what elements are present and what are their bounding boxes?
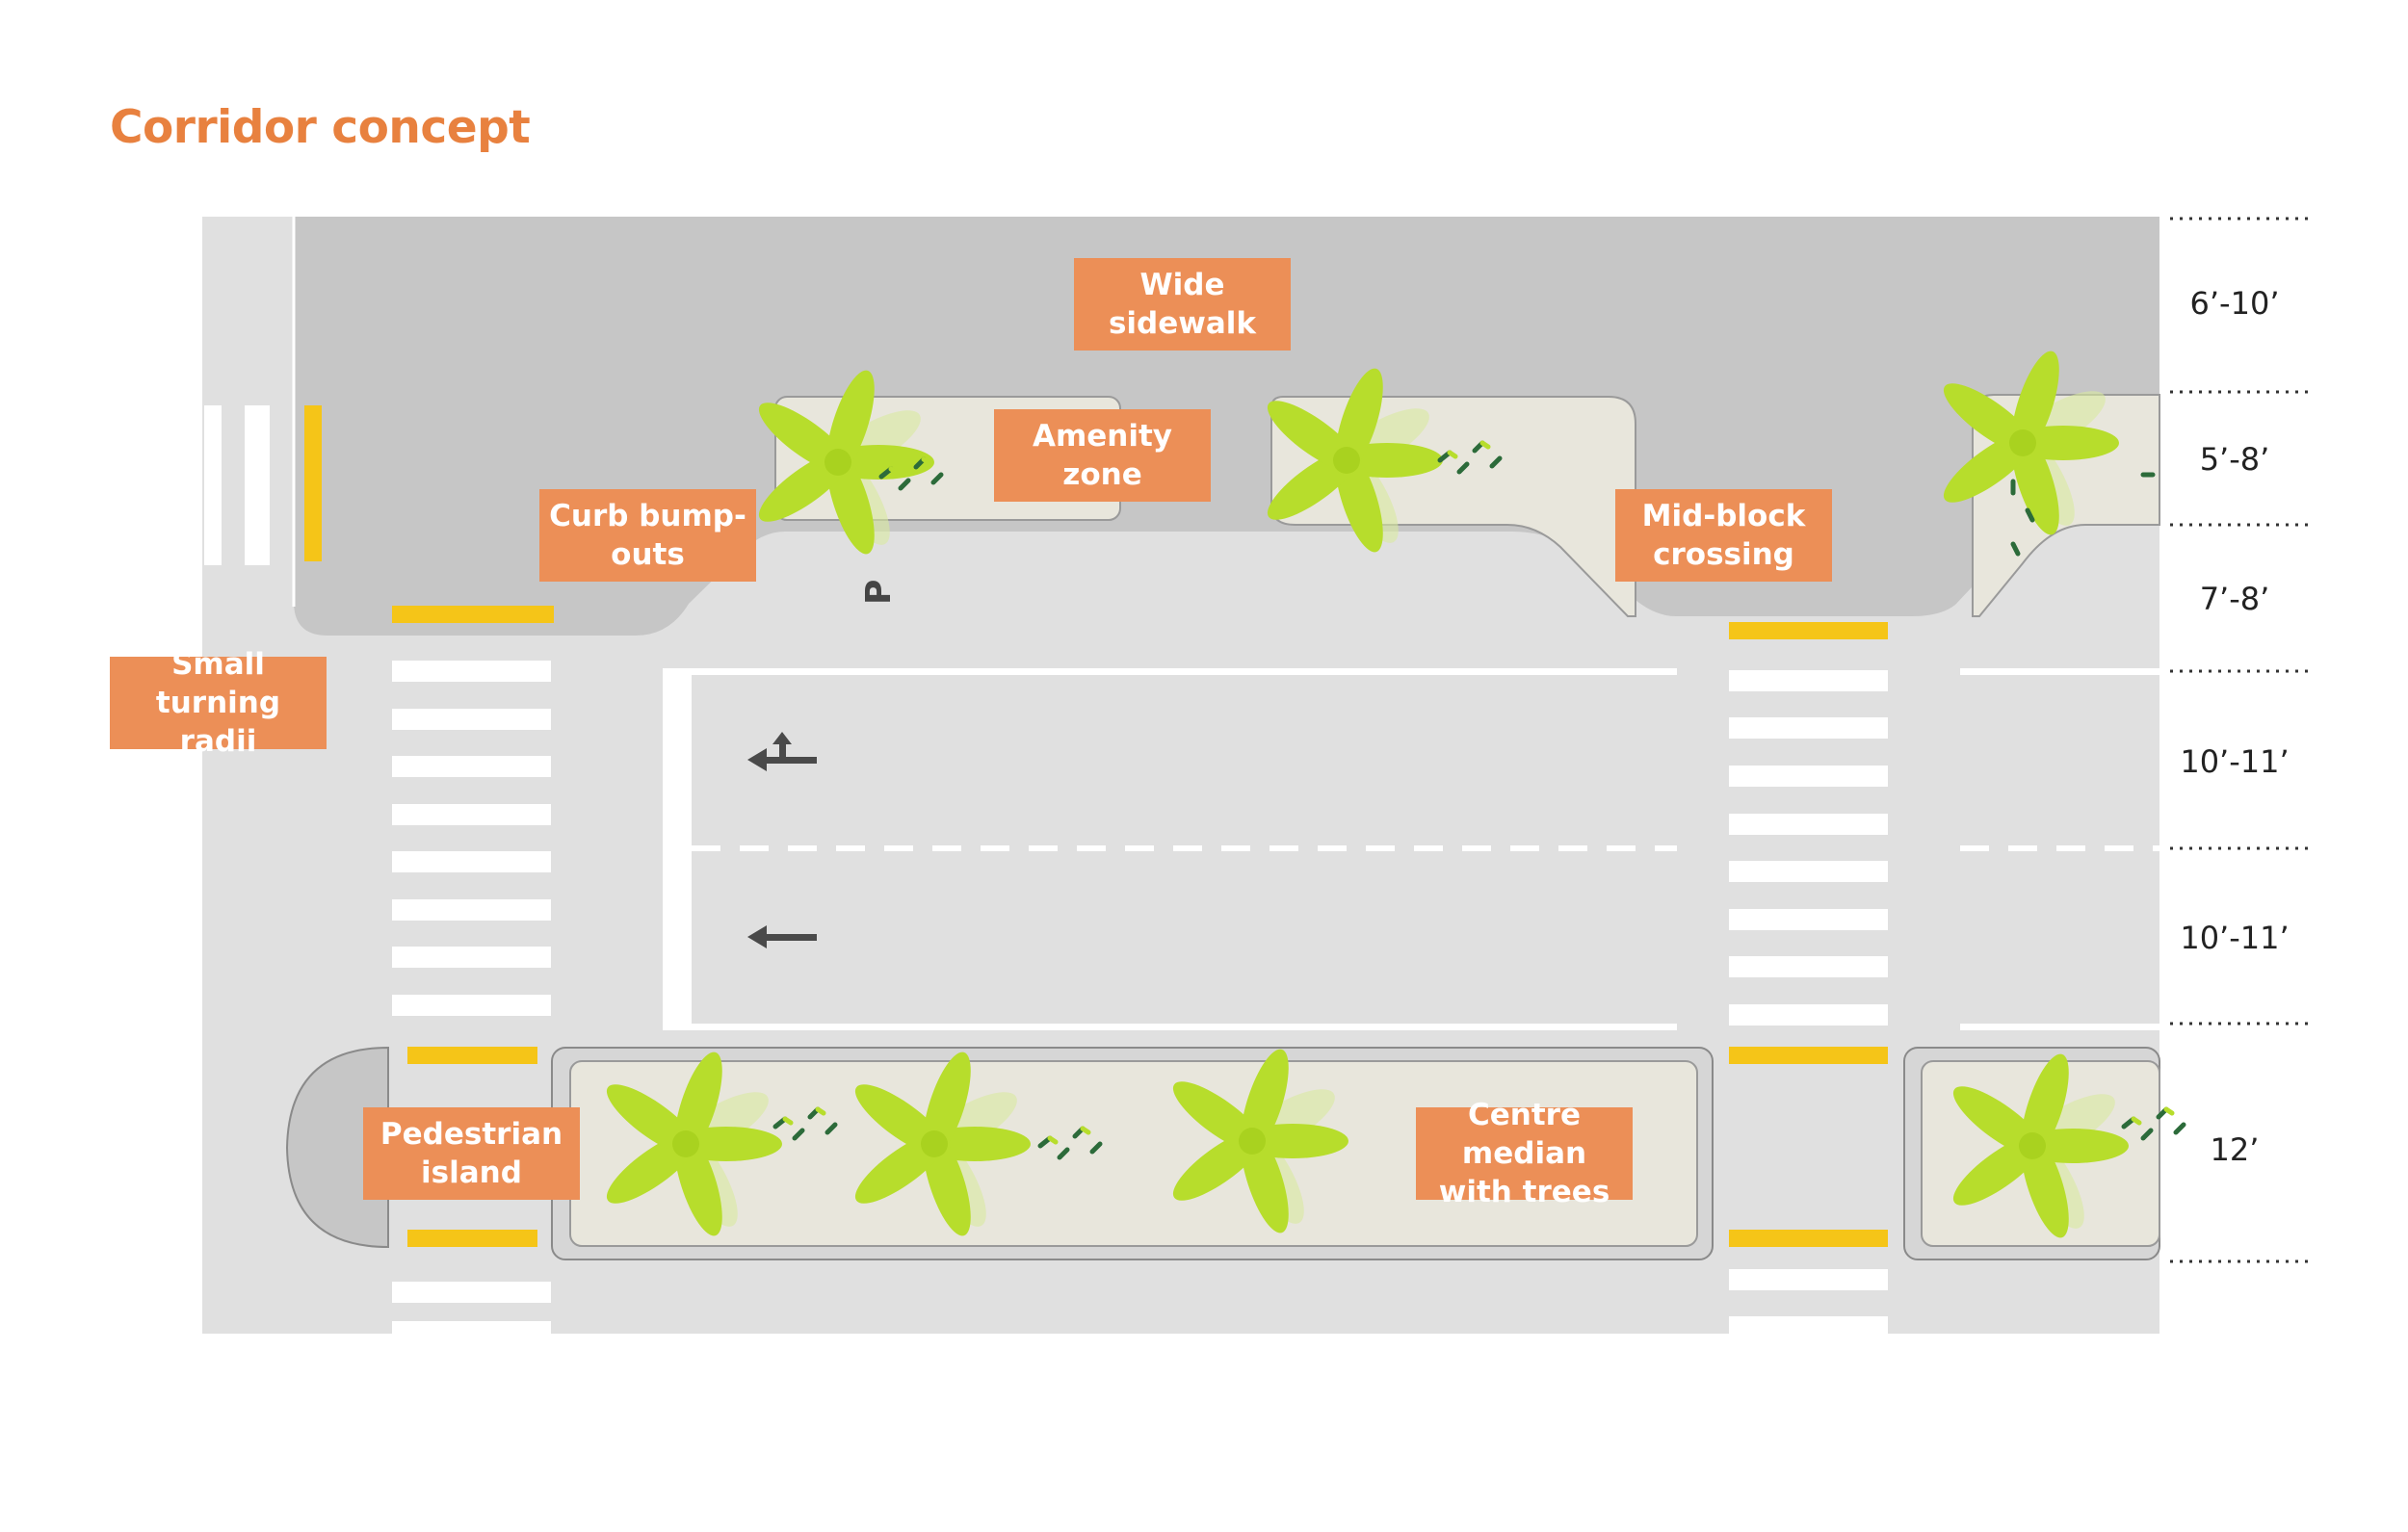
callout-curb-bump-outs-line2: outs [611,537,685,572]
callout-wide-sidewalk-line2: sidewalk [1108,306,1257,341]
callout-pedestrian-island-line2: island [421,1155,522,1190]
dimension-label-lane-2: 10’-11’ [2180,920,2290,956]
callout-centre-median-line1: Centre median [1461,1098,1587,1171]
callout-mid-block-crossing-line1: Mid-block [1641,499,1806,533]
callout-small-turning-radii-line2: radii [179,724,257,759]
left-turn-straight-arrow [747,732,817,771]
callout-centre-median: Centre median with trees [1416,1098,1633,1209]
callout-curb-bump-outs-line1: Curb bump- [549,499,746,533]
callout-amenity-zone-line1: Amenity [1032,419,1173,454]
dimension-label-lane-1: 10’-11’ [2180,743,2290,780]
callout-centre-median-line2: with trees [1438,1175,1610,1209]
callout-curb-bump-outs: Curb bump- outs [539,489,756,582]
callout-mid-block-crossing-line2: crossing [1653,537,1794,572]
callout-wide-sidewalk-line1: Wide [1139,268,1225,302]
dimension-label-parking: 7’-8’ [2199,581,2270,617]
parking-marking: P [859,580,899,605]
left-crosswalk-vertical [204,405,270,565]
crosswalk-intersection [392,661,551,1334]
curb-markings [392,606,1888,1247]
left-arrow [747,925,817,948]
callout-amenity-zone: Amenity zone [994,409,1211,502]
page-title: Corridor concept [110,101,531,154]
sprigs-amenity-3 [2010,472,2156,557]
callout-small-turning-radii-line1: Small turning [155,647,281,720]
curb-marking-left-vertical [304,405,322,561]
dimension-label-amenity: 5’-8’ [2199,441,2270,478]
callout-amenity-zone-line2: zone [1062,457,1142,492]
callout-wide-sidewalk: Wide sidewalk [1074,258,1291,351]
callout-mid-block-crossing: Mid-block crossing [1615,489,1832,582]
lane-lines [663,668,2159,1030]
callout-small-turning-radii: Small turning radii [110,647,327,759]
dimension-guides [2170,217,2310,1263]
callout-pedestrian-island: Pedestrian island [363,1107,580,1200]
dimension-label-median: 12’ [2210,1131,2260,1168]
callout-pedestrian-island-line1: Pedestrian [380,1117,563,1152]
pedestrian-island-shape [285,1046,389,1249]
dimension-label-sidewalk: 6’-10’ [2189,285,2280,322]
crosswalk-mid-block [1729,670,1888,1334]
